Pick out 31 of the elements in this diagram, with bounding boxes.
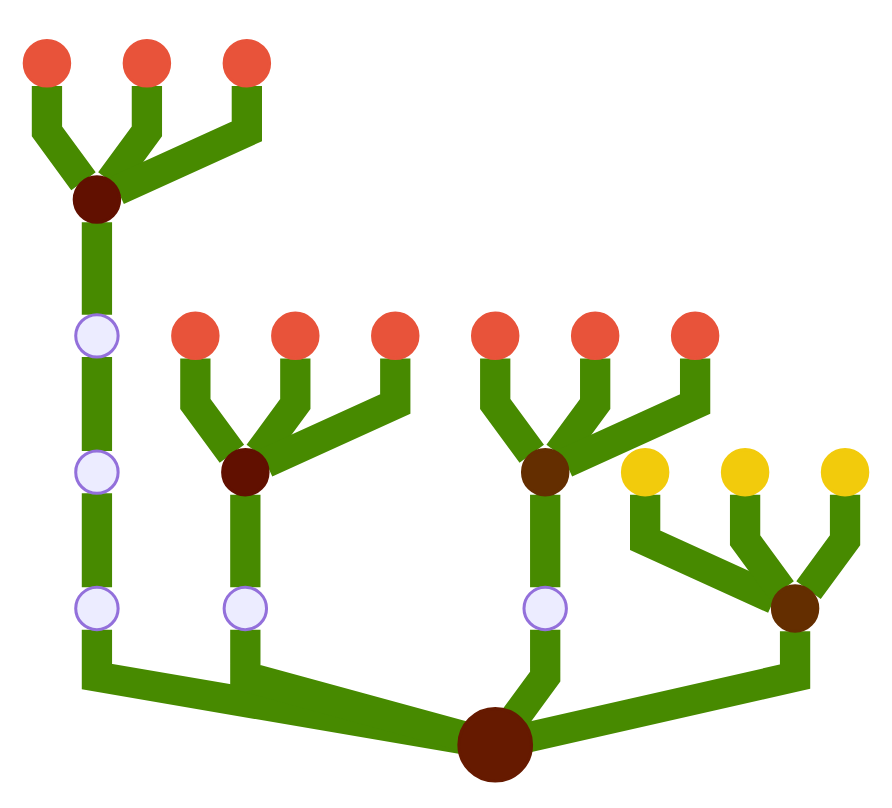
branch-line xyxy=(81,222,113,315)
circle-node xyxy=(457,706,534,783)
circle-node xyxy=(271,311,320,361)
circle-node xyxy=(72,175,122,224)
junction-dot xyxy=(74,585,120,632)
circle-node xyxy=(222,39,272,88)
circle-node xyxy=(171,311,220,361)
circle-node xyxy=(221,447,270,497)
circle-node xyxy=(720,447,770,497)
circle-node xyxy=(820,447,870,497)
junction-dot xyxy=(222,585,269,632)
junction-dot xyxy=(74,449,120,495)
circle-node xyxy=(670,311,720,361)
circle-node xyxy=(22,39,72,88)
circle-node xyxy=(570,311,620,361)
branch-line xyxy=(31,85,96,191)
circle-node xyxy=(122,39,172,88)
circle-node xyxy=(471,311,520,361)
circle-node xyxy=(371,311,420,361)
branch-line xyxy=(180,358,245,463)
branch-line xyxy=(230,494,261,588)
circle-node xyxy=(770,584,820,633)
branch-line xyxy=(480,358,544,463)
branch-line xyxy=(530,494,561,588)
branch-line xyxy=(81,357,113,451)
junction-dot xyxy=(522,585,568,632)
junction-dot xyxy=(74,313,120,359)
branch-line xyxy=(796,494,861,600)
branch-line xyxy=(81,493,113,588)
circle-node xyxy=(620,447,670,497)
circle-node xyxy=(520,447,570,497)
